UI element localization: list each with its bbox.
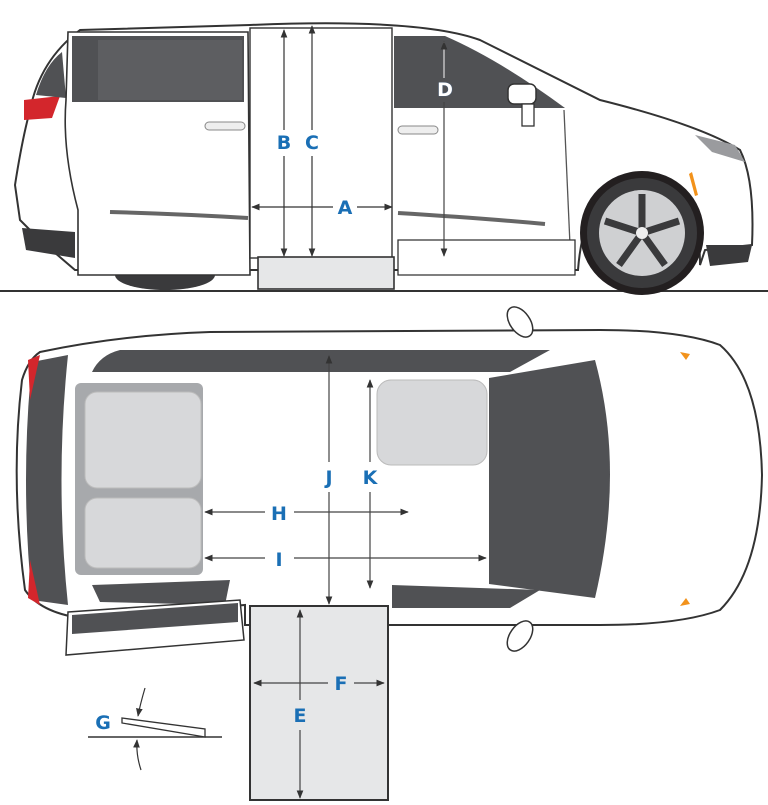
- dim-label-f: F: [334, 673, 348, 695]
- dim-label-h: H: [271, 503, 287, 525]
- dim-label-c: C: [305, 132, 319, 154]
- side-mirror: [507, 83, 537, 105]
- dim-label-i: I: [275, 549, 283, 571]
- door-handle: [204, 121, 246, 131]
- ramp-profile: [121, 717, 206, 738]
- dim-label-j: J: [325, 467, 333, 489]
- tail-light: [24, 96, 60, 120]
- side-view: [0, 22, 768, 295]
- mirror-top: [506, 306, 534, 338]
- ramp-angle-detail: [88, 687, 222, 771]
- dim-label-e: E: [293, 705, 307, 727]
- rear-seat-2: [84, 497, 202, 569]
- front-seat: [376, 379, 488, 466]
- top-side-window-lower: [392, 585, 540, 608]
- dim-label-k: K: [362, 467, 378, 489]
- wheel-spokes-icon: [603, 194, 681, 268]
- dim-label-d: D: [437, 79, 453, 101]
- dim-label-g: G: [95, 712, 111, 734]
- door-opening: [249, 27, 393, 259]
- marker-light: [689, 172, 698, 196]
- dim-label-b: B: [276, 132, 292, 154]
- top-side-window-upper: [92, 350, 550, 372]
- windshield: [489, 360, 610, 598]
- top-view: [15, 306, 764, 801]
- rear-window: [26, 355, 68, 605]
- ramp-top: [249, 605, 389, 801]
- dim-label-a: A: [337, 197, 353, 219]
- headlight: [695, 135, 745, 162]
- ramp-side: [257, 256, 395, 290]
- rear-seat-1: [84, 391, 202, 489]
- mirror-bottom: [506, 620, 534, 652]
- running-board: [397, 239, 576, 276]
